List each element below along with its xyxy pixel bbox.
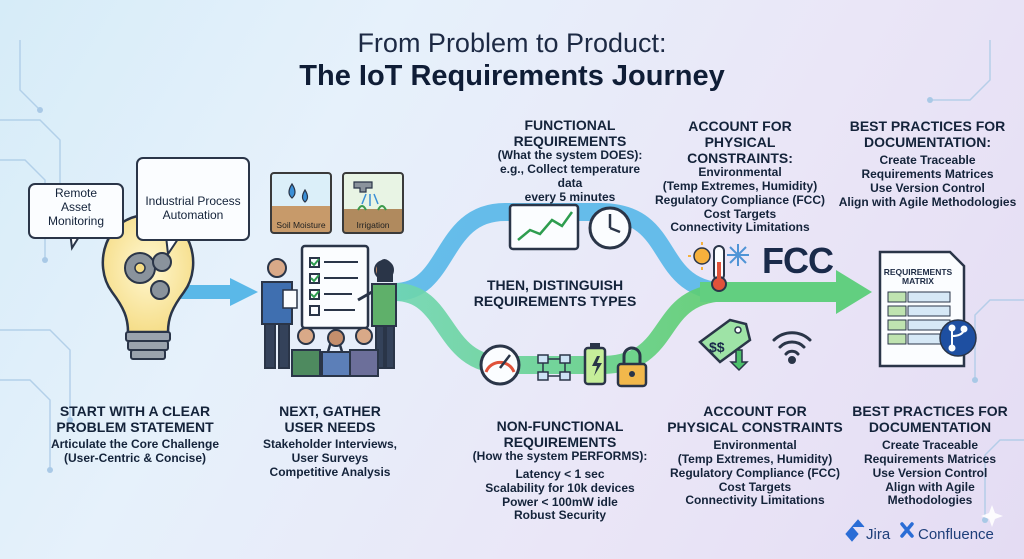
problem-statement: START WITH A CLEAR PROBLEM STATEMENT Art…	[40, 403, 230, 466]
gather-heading: USER NEEDS	[284, 419, 376, 436]
industrial-bubble: Industrial Process Automation	[136, 157, 250, 241]
bubble-text: Automation	[162, 207, 224, 222]
functional-heading: REQUIREMENTS	[513, 133, 627, 150]
clock-icon	[588, 206, 632, 250]
start-text: (User-Centric & Concise)	[63, 450, 207, 465]
practices-text: Methodologies	[887, 493, 973, 508]
constraints-heading: ACCOUNT FOR	[688, 118, 792, 134]
nonfunctional-requirements: NON-FUNCTIONAL REQUIREMENTS (How the sys…	[470, 418, 650, 523]
functional-text: (What the system DOES):	[497, 148, 643, 163]
practices-text: Align with Agile	[885, 479, 975, 494]
functional-text: every 5 minutes	[524, 189, 616, 204]
practices-text: Use Version Control	[870, 180, 985, 195]
wifi-icon	[772, 331, 812, 364]
bubble-text: Monitoring	[47, 213, 105, 228]
gather-text: User Surveys	[291, 450, 369, 465]
bubble-text: Asset	[60, 199, 91, 214]
constraints-text: Cost Targets	[718, 479, 792, 494]
battery-icon	[583, 343, 607, 386]
functional-requirements: FUNCTIONAL REQUIREMENTS (What the system…	[490, 117, 650, 204]
nonfunctional-heading: REQUIREMENTS	[503, 434, 617, 451]
constraints-text: Connectivity Limitations	[685, 493, 825, 508]
gauge-icon	[479, 344, 521, 386]
jira-icon	[845, 519, 865, 542]
confluence-logo-text: Confluence	[918, 526, 994, 543]
distinguish-heading: THEN, DISTINGUISH	[486, 277, 624, 293]
best-practices-top: BEST PRACTICES FOR DOCUMENTATION: Create…	[835, 118, 1020, 209]
constraints-text: Environmental	[698, 165, 782, 180]
matrix-label-text: REQUIREMENTS	[883, 267, 953, 277]
matrix-label-text: MATRIX	[902, 276, 934, 287]
start-heading: PROBLEM STATEMENT	[56, 419, 214, 436]
constraints-heading: PHYSICAL CONSTRAINTS	[667, 419, 843, 436]
gather-text: Stakeholder Interviews,	[262, 437, 398, 452]
remote-asset-bubble: Remote Asset Monitoring	[28, 183, 124, 239]
nonfunctional-text: Robust Security	[513, 508, 606, 523]
constraints-text: Connectivity Limitations	[670, 220, 810, 235]
practices-heading: BEST PRACTICES FOR	[852, 403, 1008, 419]
functional-heading: FUNCTIONAL	[524, 117, 616, 133]
physical-constraints-top: ACCOUNT FOR PHYSICAL CONSTRAINTS: Enviro…	[650, 118, 830, 235]
page-title-line1: From Problem to Product:	[357, 28, 667, 58]
irrigation-tile: Irrigation	[342, 172, 404, 234]
practices-text: Align with Agile Methodologies	[838, 194, 1017, 209]
price-tag-icon: $$	[698, 318, 752, 372]
irrigation-label: Irrigation	[356, 220, 390, 230]
confluence-icon	[900, 522, 914, 538]
nonfunctional-text: Scalability for 10k devices	[485, 480, 635, 495]
fcc-logo: FCC	[762, 240, 834, 281]
bubble-text: Industrial Process	[145, 194, 241, 208]
constraints-text: Environmental	[713, 438, 797, 453]
version-control-icon	[939, 319, 977, 357]
gather-text: Competitive Analysis	[269, 464, 391, 479]
bubble-text: Remote	[54, 186, 98, 200]
start-heading: START WITH A CLEAR	[59, 403, 211, 419]
practices-heading: BEST PRACTICES FOR	[849, 118, 1006, 134]
practices-text: Requirements Matrices	[861, 166, 994, 181]
practices-text: Create Traceable	[879, 153, 976, 168]
soil-moisture-label: Soil Moisture	[276, 220, 326, 230]
gather-heading: NEXT, GATHER	[279, 403, 381, 419]
water-drops-icon	[288, 182, 309, 203]
circuit-traces	[0, 40, 1024, 520]
practices-heading: DOCUMENTATION	[868, 419, 992, 436]
nonfunctional-text: Power < 100mW idle	[502, 494, 618, 509]
lock-icon	[616, 346, 648, 388]
requirements-matrix-label: REQUIREMENTS MATRIX	[882, 267, 954, 287]
nonfunctional-text: (How the system PERFORMS):	[472, 449, 648, 464]
constraints-heading: ACCOUNT FOR	[703, 403, 807, 419]
soil-moisture-tile: Soil Moisture	[270, 172, 332, 234]
practices-text: Use Version Control	[872, 465, 988, 480]
constraints-text: (Temp Extremes, Humidity)	[677, 451, 833, 466]
constraints-text: Regulatory Compliance (FCC)	[669, 465, 840, 480]
nonfunctional-heading: NON-FUNCTIONAL	[496, 418, 624, 434]
functional-text: e.g., Collect temperature data	[499, 161, 641, 190]
line-chart-icon	[508, 203, 580, 251]
constraints-text: Regulatory Compliance (FCC)	[654, 192, 825, 207]
practices-text: Requirements Matrices	[863, 451, 997, 466]
sparkle-icon	[981, 505, 1003, 527]
gather-user-needs: NEXT, GATHER USER NEEDS Stakeholder Inte…	[250, 403, 410, 480]
jira-logo-text: Jira	[866, 526, 891, 543]
nonfunctional-text: Latency < 1 sec	[515, 466, 605, 481]
start-text: Articulate the Core Challenge	[50, 437, 220, 452]
constraints-text: Cost Targets	[703, 206, 777, 221]
practices-heading: DOCUMENTATION:	[863, 134, 992, 151]
page-title-line2: The IoT Requirements Journey	[299, 60, 725, 92]
practices-text: Create Traceable	[881, 438, 979, 453]
distinguish-types: THEN, DISTINGUISH REQUIREMENTS TYPES	[455, 277, 655, 309]
distinguish-heading: REQUIREMENTS TYPES	[473, 293, 637, 310]
svg-text:$$: $$	[709, 339, 725, 355]
sprinkler-icon	[353, 181, 387, 211]
sun-snowflake-thermometer-icon	[688, 242, 749, 292]
network-nodes-icon	[537, 354, 571, 381]
constraints-heading: PHYSICAL CONSTRAINTS:	[687, 134, 793, 167]
physical-constraints-bottom: ACCOUNT FOR PHYSICAL CONSTRAINTS Environ…	[665, 403, 845, 508]
constraints-text: (Temp Extremes, Humidity)	[662, 179, 818, 194]
stakeholders-illustration	[261, 244, 397, 377]
best-practices-bottom: BEST PRACTICES FOR DOCUMENTATION Create …	[845, 403, 1015, 508]
